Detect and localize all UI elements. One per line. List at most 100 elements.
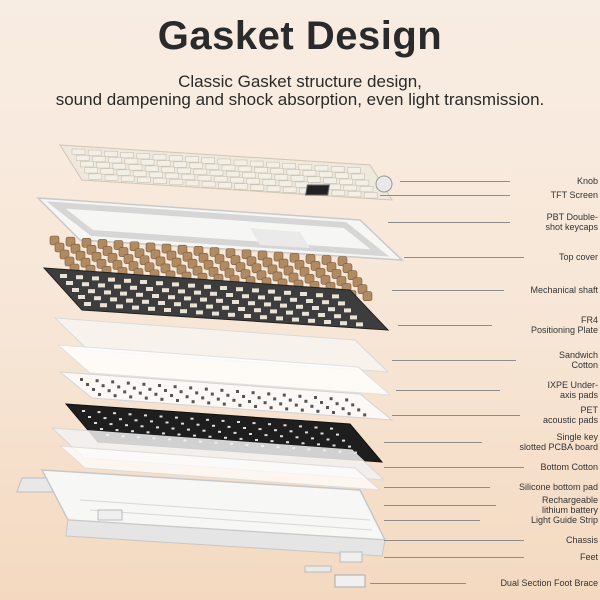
leader-line (380, 195, 510, 196)
component-label-line1: Single key (556, 432, 598, 442)
pcb-socket (144, 414, 147, 417)
plate-hole (222, 305, 229, 310)
leader-line (396, 390, 500, 391)
pcb-socket (286, 441, 289, 444)
pad-hole (113, 394, 117, 398)
plate-hole (252, 288, 259, 293)
plate-hole (316, 293, 323, 298)
plate-hole (180, 309, 187, 314)
plate-hole (120, 291, 127, 296)
plate-hole (184, 296, 191, 301)
leader-line (392, 290, 504, 291)
keycap-icon (140, 159, 155, 166)
pad-hole (238, 403, 242, 407)
component-label: PBT Double-shot keycaps (478, 212, 598, 232)
plate-hole (94, 296, 101, 301)
pad-hole (111, 380, 115, 384)
chassis-layer (40, 469, 387, 557)
leader-line (384, 487, 490, 488)
component-label: Top cover (478, 252, 598, 262)
pad-hole (154, 392, 158, 396)
plate-hole (238, 307, 245, 311)
keycap-icon (156, 160, 171, 167)
keycap-icon (225, 171, 240, 178)
keycap-icon (294, 181, 309, 188)
pad-hole (300, 408, 304, 412)
pcb-socket (208, 435, 212, 438)
plate-hole (60, 274, 67, 278)
component-label: TFT Screen (478, 190, 598, 200)
keycap-icon (144, 165, 159, 172)
plate-hole (168, 295, 175, 300)
component-label-line1: FR4 (580, 315, 598, 325)
component-label-line1: Knob (576, 176, 598, 186)
plate-hole (88, 289, 95, 294)
plate-hole (242, 294, 249, 299)
keycap-icon (149, 171, 163, 178)
keycap-icon (282, 163, 296, 170)
plate-hole (108, 277, 115, 282)
pad-hole (347, 412, 351, 416)
pad-hole (345, 398, 349, 402)
component-label: Feet (478, 552, 598, 562)
pad-hole (86, 383, 89, 386)
pad-hole (98, 393, 101, 396)
plate-hole (270, 309, 277, 314)
keycap-icon (262, 179, 277, 186)
pad-hole (288, 398, 292, 402)
keycap-icon (120, 175, 135, 182)
plate-hole (284, 290, 291, 295)
pcb-socket (187, 428, 190, 431)
plate-hole (344, 308, 351, 313)
leader-line (384, 505, 496, 506)
pcb-socket (258, 428, 262, 431)
pad-hole (158, 384, 161, 387)
pad-hole (142, 382, 146, 386)
pad-hole (335, 402, 339, 406)
plate-hole (164, 308, 171, 312)
plate-hole (206, 304, 213, 309)
pad-hole (207, 401, 211, 405)
pad-hole (285, 407, 289, 411)
keycap-icon (318, 171, 333, 178)
keycap-icon (87, 149, 102, 156)
component-label: Dual Section Foot Brace (478, 578, 598, 588)
pcb-socket (140, 425, 144, 428)
pad-hole (257, 396, 261, 400)
pcb-socket (97, 411, 101, 414)
keycap-icon (286, 169, 301, 176)
pad-hole (185, 395, 189, 399)
keycap-icon (168, 155, 183, 162)
keycap-icon (246, 178, 260, 185)
plate-hole (178, 289, 185, 294)
pcb-socket (317, 443, 320, 446)
plate-hole (244, 314, 251, 318)
pcb-socket (332, 444, 336, 447)
plate-hole (158, 301, 165, 305)
keycaps-layer (59, 144, 393, 201)
keycap-icon (339, 178, 353, 185)
foot-brace-shape (334, 574, 366, 588)
keycap-icon (177, 167, 191, 174)
keycap-icon (112, 163, 127, 170)
pcb-socket (227, 425, 231, 428)
pcb-socket (171, 427, 175, 430)
pcb-socket (280, 435, 283, 438)
pcb-socket (336, 433, 339, 436)
tft-screen-icon (305, 184, 330, 196)
pad-hole (316, 409, 320, 413)
pad-hole (304, 399, 308, 403)
subtitle-line-1: Classic Gasket structure design, (178, 72, 422, 91)
pcb-socket (264, 434, 268, 437)
pcb-socket (268, 423, 271, 426)
keycap-icon (278, 180, 293, 187)
keycap-icon (75, 154, 90, 161)
plate-hole (228, 312, 235, 317)
component-label: Silicone bottom pad (478, 482, 598, 492)
plate-hole (66, 281, 73, 285)
component-label-line1: Mechanical shaft (530, 285, 598, 295)
keycap-icon (242, 172, 256, 179)
pad-hole (351, 403, 355, 407)
plate-hole (136, 292, 143, 297)
